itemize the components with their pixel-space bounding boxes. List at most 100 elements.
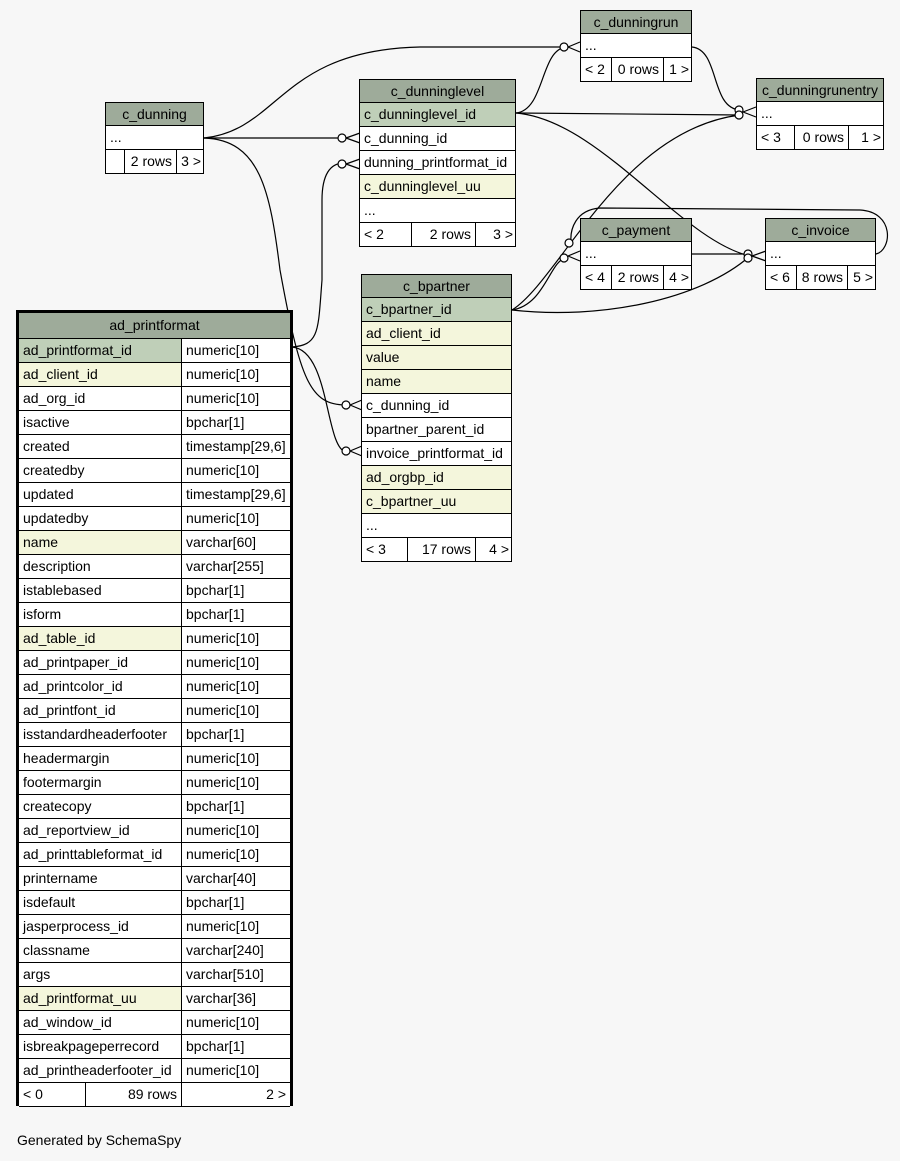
column-type: numeric[10] [181,459,290,482]
table-header[interactable]: c_dunningrunentry [756,78,884,102]
next-count[interactable]: 4 > [475,538,513,561]
table-c-dunninglevel[interactable]: c_dunninglevel c_dunninglevel_id c_dunni… [359,79,516,247]
table-c-invoice[interactable]: c_invoice ... < 6 8 rows 5 > [765,218,876,290]
table-footer: < 4 2 rows 4 > [580,266,692,290]
table-row[interactable]: bpartner_parent_id [361,418,512,442]
table-c-bpartner[interactable]: c_bpartner c_bpartner_id ad_client_id va… [361,274,512,562]
column-name: istablebased [23,582,102,598]
next-count[interactable]: 3 > [176,150,205,173]
table-row[interactable]: ... [359,199,516,223]
table-row[interactable]: value [361,346,512,370]
table-header[interactable]: c_dunning [105,102,204,126]
prev-count[interactable]: < 3 [366,541,386,557]
table-c-dunningrunentry[interactable]: c_dunningrunentry ... < 3 0 rows 1 > [756,78,884,150]
table-header[interactable]: c_dunningrun [580,10,692,34]
prev-count[interactable]: < 2 [585,61,605,77]
next-count[interactable]: 3 > [475,223,517,246]
table-row[interactable]: c_dunninglevel_uu [359,175,516,199]
edge-printformat-dunninglevel [291,162,345,348]
table-row[interactable]: ... [756,102,884,126]
table-row[interactable]: ... [580,242,692,266]
column-type: numeric[10] [181,627,290,650]
table-header[interactable]: c_invoice [765,218,876,242]
column-type: numeric[10] [181,1059,290,1082]
table-footer: < 3 17 rows 4 > [361,538,512,562]
prev-count[interactable]: < 4 [585,269,605,285]
table-row[interactable]: c_dunninglevel_id [359,103,516,127]
column-type: numeric[10] [181,363,290,386]
table-row[interactable]: ... [580,34,692,58]
table-row[interactable]: c_bpartner_id [361,298,512,322]
table-row[interactable]: ... [765,242,876,266]
next-count[interactable]: 2 > [181,1083,290,1106]
column-name: ad_printtableformat_id [23,846,163,862]
table-row[interactable]: ... [105,126,204,150]
next-count[interactable]: 1 > [848,126,885,149]
prev-count[interactable]: < 6 [770,269,790,285]
table-header[interactable]: c_dunninglevel [359,79,516,103]
table-row[interactable]: c_dunning_id [359,127,516,151]
prev-count[interactable]: < 2 [364,226,384,242]
column-name: ad_printformat_id [19,339,181,362]
next-count[interactable]: 4 > [663,266,693,289]
table-row[interactable]: dunning_printformat_id [359,151,516,175]
table-footer: 2 rows 3 > [105,150,204,174]
column-name: isform [23,606,62,622]
table-row[interactable]: ... [361,514,512,538]
table-row[interactable]: ad_orgbp_id [361,466,512,490]
column-name: ad_printformat_uu [19,987,181,1010]
column-name: classname [23,942,90,958]
table-footer: < 3 0 rows 1 > [756,126,884,150]
prev-count[interactable]: < 0 [23,1086,43,1102]
table-c-dunningrun[interactable]: c_dunningrun ... < 2 0 rows 1 > [580,10,692,82]
table-row[interactable]: c_dunning_id [361,394,512,418]
table-c-payment[interactable]: c_payment ... < 4 2 rows 4 > [580,218,692,290]
edge-dunningrun-dunningrunentry [691,46,741,111]
table-header[interactable]: c_payment [580,218,692,242]
table-row[interactable]: ad_client_id [361,322,512,346]
table-header[interactable]: c_bpartner [361,274,512,298]
prev-count[interactable]: < 3 [761,129,781,145]
table-c-dunning[interactable]: c_dunning ... 2 rows 3 > [105,102,204,174]
table-row[interactable]: invoice_printformat_id [361,442,512,466]
column-name: args [23,966,51,982]
next-count[interactable]: 5 > [847,266,877,289]
column-type: bpchar[1] [181,891,290,914]
table-header[interactable]: ad_printformat [19,313,290,339]
next-count[interactable]: 1 > [663,58,693,81]
table-row[interactable]: name [361,370,512,394]
table-row[interactable]: c_bpartner_uu [361,490,512,514]
